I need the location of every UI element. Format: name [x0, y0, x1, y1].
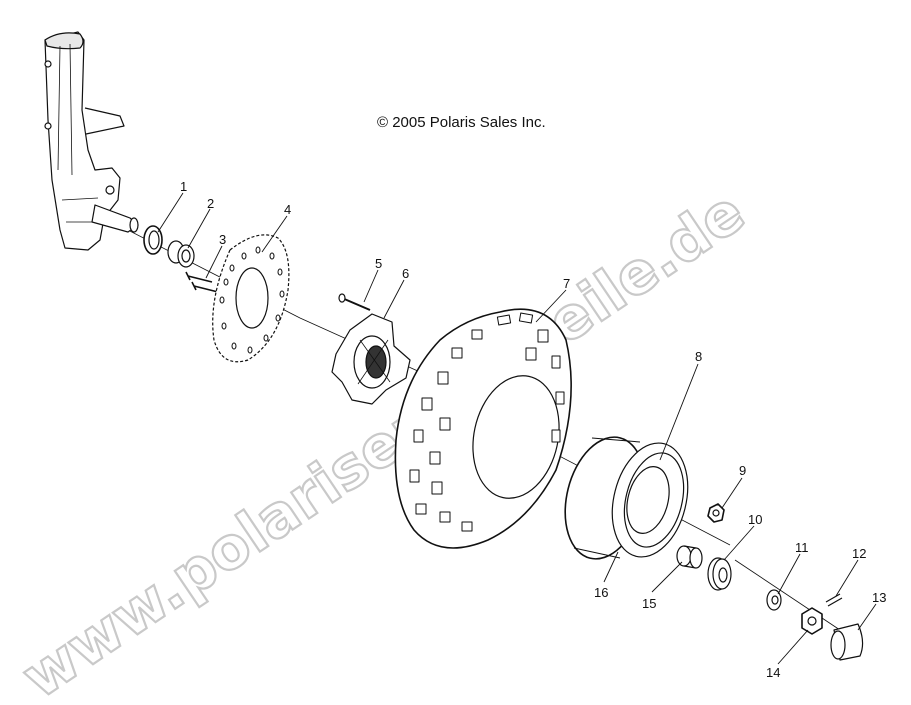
callout-6: 6 — [402, 266, 409, 281]
callout-9: 9 — [739, 463, 746, 478]
copyright-notice: © 2005 Polaris Sales Inc. — [377, 114, 546, 131]
leader-lines — [157, 192, 877, 665]
callout-2: 2 — [207, 196, 214, 211]
part-13-hub-cap — [830, 623, 864, 661]
callout-5: 5 — [375, 256, 382, 271]
part-4-brake-disc — [212, 234, 290, 363]
watermark: www.polarisersatzteile.de — [9, 176, 758, 705]
callout-11: 11 — [795, 540, 809, 555]
callout-1: 1 — [180, 179, 187, 194]
callout-14: 14 — [766, 665, 780, 680]
callout-13: 13 — [872, 590, 886, 605]
part-5-bolt — [338, 293, 371, 311]
part-12-cotter-pin — [825, 593, 843, 607]
part-8-rim — [564, 436, 689, 560]
part-15-sleeve — [676, 545, 703, 569]
part-3-bolts — [185, 271, 219, 293]
part-10-spacer — [707, 557, 732, 591]
callout-10: 10 — [748, 512, 762, 527]
part-7-tire — [394, 308, 572, 549]
watermark-text: www.polarisersatzteile.de — [10, 177, 757, 705]
callout-7: 7 — [563, 276, 570, 291]
callout-4: 4 — [284, 202, 291, 217]
part-6-hub — [331, 313, 411, 405]
part-1-seal — [143, 225, 163, 255]
steering-knuckle — [44, 31, 139, 251]
part-14-castle-nut — [801, 607, 823, 635]
callout-labels: 1 2 3 4 5 6 7 8 9 10 11 12 13 14 15 16 — [180, 179, 886, 680]
part-2-bearing — [167, 240, 195, 268]
callout-15: 15 — [642, 596, 656, 611]
callout-16: 16 — [594, 585, 608, 600]
part-9-lug-nut — [707, 503, 725, 523]
callout-8: 8 — [695, 349, 702, 364]
part-11-washer — [766, 589, 782, 611]
callout-3: 3 — [219, 232, 226, 247]
callout-12: 12 — [852, 546, 866, 561]
